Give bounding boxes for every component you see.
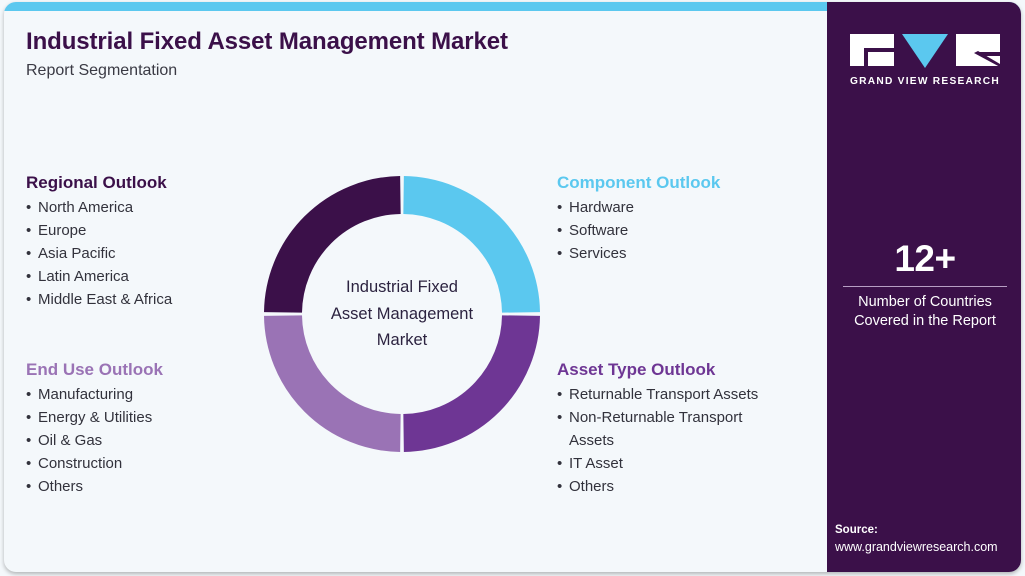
segment-heading-asset-type: Asset Type Outlook — [557, 360, 716, 379]
segment-component-outlook: Component Outlook Hardware Software Serv… — [557, 172, 817, 266]
list-item: Europe — [26, 220, 266, 243]
source-url: www.grandviewresearch.com — [835, 539, 998, 554]
list-item: Software — [557, 220, 817, 243]
gvr-logo-mark-icon — [850, 34, 1000, 68]
list-item: Manufacturing — [26, 384, 266, 407]
segment-heading-regional: Regional Outlook — [26, 173, 167, 192]
stat-value: 12+ — [894, 238, 956, 279]
list-item: Asia Pacific — [26, 243, 266, 266]
donut-slice-component — [402, 176, 540, 314]
segment-list-component: Hardware Software Services — [557, 197, 817, 266]
grand-view-research-logo: GRAND VIEW RESEARCH — [850, 30, 1000, 87]
list-item: Non-Returnable Transport Assets — [557, 407, 825, 453]
list-item: Others — [26, 476, 266, 499]
donut-svg — [264, 176, 540, 452]
list-item: Others — [557, 476, 825, 499]
header: Industrial Fixed Asset Management Market… — [26, 28, 786, 80]
segment-list-asset-type: Returnable Transport Assets Non-Returnab… — [557, 384, 825, 499]
donut-slice-end-use — [264, 314, 402, 452]
list-item: IT Asset — [557, 453, 825, 476]
list-item: Hardware — [557, 197, 817, 220]
top-accent-bar — [4, 2, 1021, 11]
source-label: Source: — [835, 523, 878, 536]
segment-list-end-use: Manufacturing Energy & Utilities Oil & G… — [26, 384, 266, 499]
report-card: Industrial Fixed Asset Management Market… — [4, 2, 1021, 572]
segment-list-regional: North America Europe Asia Pacific Latin … — [26, 197, 266, 312]
list-item: Middle East & Africa — [26, 289, 266, 312]
countries-stat: 12+ Number of Countries Covered in the R… — [841, 240, 1009, 332]
source-block: Source: www.grandviewresearch.com — [835, 522, 1021, 556]
brand-sidebar: GRAND VIEW RESEARCH 12+ Number of Countr… — [827, 2, 1021, 572]
list-item: Oil & Gas — [26, 430, 266, 453]
list-item: Returnable Transport Assets — [557, 384, 825, 407]
donut-slice-regional — [264, 176, 402, 314]
segment-heading-component: Component Outlook — [557, 173, 721, 192]
segment-heading-end-use: End Use Outlook — [26, 360, 163, 379]
list-item: Construction — [26, 453, 266, 476]
list-item: Latin America — [26, 266, 266, 289]
list-item: North America — [26, 197, 266, 220]
list-item: Energy & Utilities — [26, 407, 266, 430]
donut-slice-asset-type — [402, 314, 540, 452]
list-item: Services — [557, 243, 817, 266]
page-title: Industrial Fixed Asset Management Market — [26, 28, 508, 55]
stat-label: Number of Countries Covered in the Repor… — [854, 294, 996, 330]
segment-asset-type-outlook: Asset Type Outlook Returnable Transport … — [557, 359, 825, 499]
page-subtitle: Report Segmentation — [26, 61, 178, 79]
segment-regional-outlook: Regional Outlook North America Europe As… — [26, 172, 266, 312]
segment-end-use-outlook: End Use Outlook Manufacturing Energy & U… — [26, 359, 266, 499]
segmentation-donut-chart: Industrial Fixed Asset Management Market — [262, 174, 542, 454]
logo-wordmark: GRAND VIEW RESEARCH — [850, 76, 1000, 87]
stat-divider — [843, 286, 1007, 287]
